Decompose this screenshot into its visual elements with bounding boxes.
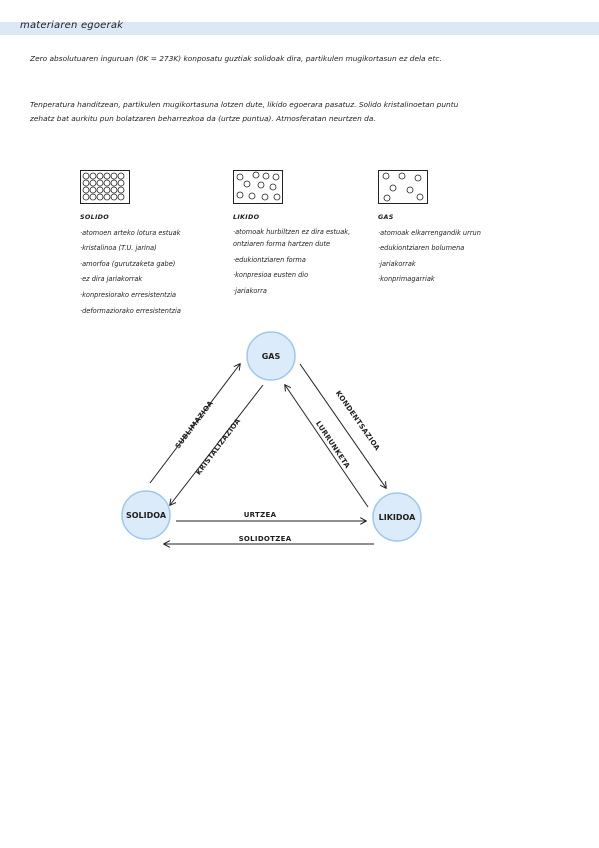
solid-particles-icon — [80, 170, 130, 204]
list-item: atomoen arteko lotura estuak — [80, 226, 230, 242]
node-solid: SOLIDOA — [121, 490, 171, 540]
label-condensation: KONDENTSAZIOA — [334, 389, 382, 452]
paragraph-temperature: Tenperatura handitzean, partikulen mugik… — [30, 100, 459, 123]
node-gas: GAS — [246, 331, 296, 381]
list-item: konpresiorako erresistentzia — [80, 288, 230, 304]
node-liquid-label: LIKIDOA — [379, 513, 416, 522]
node-gas-label: GAS — [262, 352, 281, 361]
label-sublimation: SUBLIMAZIOA — [174, 399, 215, 450]
list-item: edukiontziaren bolumena — [378, 241, 528, 257]
list-item: jariakorra — [233, 284, 373, 300]
liquid-particles-icon — [233, 170, 283, 204]
node-solid-label: SOLIDOA — [126, 511, 167, 520]
state-column-solid: SOLIDO atomoen arteko lotura estuak kris… — [80, 170, 230, 319]
gas-properties-list: atomoak elkarrengandik urrun edukiontzia… — [378, 226, 528, 288]
state-title-solid: SOLIDO — [80, 213, 110, 221]
label-solidification: SOLIDOTZEA — [239, 535, 292, 543]
gas-particles-icon — [378, 170, 428, 204]
label-evaporation: LURRUNKETA — [314, 420, 352, 470]
list-item: amorfoa (gurutzaketa gabe) — [80, 257, 230, 273]
list-item: deformaziorako erresistentzia — [80, 304, 230, 320]
phase-change-diagram: GAS SOLIDOA LIKIDOA SUBLIMAZIOA KRISTALI… — [121, 331, 422, 560]
liquid-properties-list: atomoak hurbiltzen ez dira estuak, ontzi… — [233, 226, 373, 300]
node-gas-circle — [246, 331, 296, 381]
state-title-gas: GAS — [378, 213, 394, 221]
list-item: konprimagarriak — [378, 272, 528, 288]
paragraph-intro: Zero absolutuaren inguruan (0K = 273K) k… — [30, 54, 442, 63]
page-title: materiaren egoerak — [20, 20, 124, 31]
arrow-sublimation — [149, 364, 240, 484]
arrow-condensation — [299, 363, 386, 488]
node-solid-circle — [121, 490, 171, 540]
arrow-crystallization — [170, 384, 264, 505]
node-liquid-circle — [372, 492, 422, 542]
label-melting: URTZEA — [244, 511, 277, 519]
arrow-evaporation — [285, 385, 369, 508]
state-title-liquid: LIKIDO — [233, 213, 260, 221]
list-item: konpresioa eusten dio — [233, 268, 373, 284]
state-column-liquid: LIKIDO atomoak hurbiltzen ez dira estuak… — [233, 170, 373, 299]
solid-properties-list: atomoen arteko lotura estuak kristalinoa… — [80, 226, 230, 320]
label-crystallization: KRISTALIZAZIOA — [195, 417, 243, 477]
node-liquid: LIKIDOA — [372, 492, 422, 542]
list-item: ez dira jariakorrak — [80, 272, 230, 288]
list-item: jariakorrak — [378, 257, 528, 273]
list-item: kristalinoa (T.U. jarina) — [80, 241, 230, 257]
state-column-gas: GAS atomoak elkarrengandik urrun edukion… — [378, 170, 528, 288]
list-item: atomoak hurbiltzen ez dira estuak, ontzi… — [233, 226, 373, 250]
header-band — [0, 22, 599, 35]
list-item: edukiontziaren forma — [233, 253, 373, 269]
list-item: atomoak elkarrengandik urrun — [378, 226, 528, 242]
